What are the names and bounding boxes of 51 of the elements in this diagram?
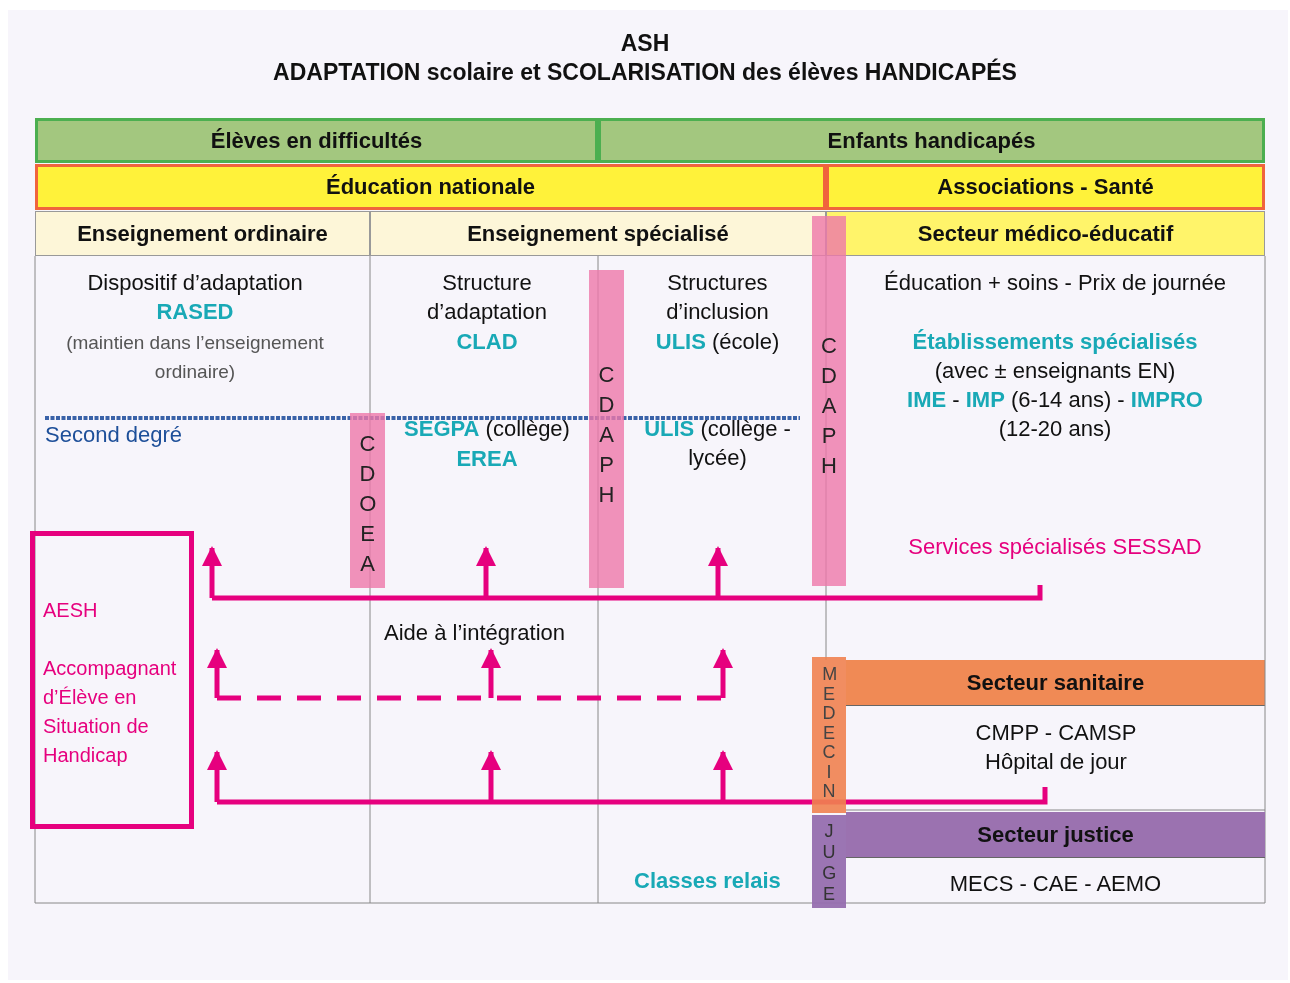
- cell-text: (maintien dans l’enseignement ordinaire): [65, 331, 325, 384]
- column-header: [370, 211, 826, 256]
- cell-text: Services spécialisés SESSAD: [907, 533, 1203, 561]
- cell-text: MECS - CAE - AEMO: [948, 870, 1163, 898]
- header-text: Enseignement spécialisé: [467, 220, 729, 247]
- cell-text: Structures d’inclusion: [665, 269, 770, 326]
- cell-text: RASED: [155, 298, 235, 326]
- sector-header: Secteur justice: [846, 812, 1265, 858]
- vertical-text: JUGE: [822, 821, 836, 905]
- cell-text: Établissements spécialisés: [911, 328, 1199, 356]
- cell-text: ULIS (collège - lycée): [643, 415, 792, 472]
- note-text: Aide à l’intégration: [384, 620, 565, 646]
- header-text: Secteur médico-éducatif: [917, 220, 1174, 247]
- header-band: [598, 118, 1265, 163]
- side-box: [30, 531, 194, 829]
- note-text: Classes relais: [634, 868, 781, 894]
- header-text: Élèves en difficultés: [210, 127, 423, 154]
- header-text: Éducation nationale: [326, 174, 535, 200]
- cell-text: CLAD: [455, 328, 519, 356]
- header-text: Enfants handicapés: [827, 127, 1036, 154]
- column-header: [35, 211, 370, 256]
- vertical-text: CDAPH: [820, 332, 838, 480]
- vertical-band: [589, 270, 624, 588]
- level-label: Second degré: [45, 422, 182, 448]
- header-band: [35, 118, 598, 163]
- cell-text: ULIS (école): [654, 328, 781, 356]
- sector-header: Secteur sanitaire: [846, 660, 1265, 706]
- cell-text: (avec ± enseignants EN): [933, 357, 1177, 385]
- side-text: Accompagnant d’Élève en Situation de Handicap: [43, 656, 178, 768]
- vertical-text: MEDECIN: [822, 665, 836, 802]
- cell-text: IME - IMP (6-14 ans) - IMPRO (12-20 ans): [906, 386, 1204, 443]
- cell-text: Dispositif d’adaptation: [86, 269, 304, 297]
- column-header: [826, 211, 1265, 256]
- subtitle: ADAPTATION scolaire et SCOLARISATION des élèves HANDICAPÉS: [272, 59, 1018, 86]
- header-band: [35, 164, 826, 210]
- cell-text: Éducation + soins - Prix de journée: [883, 269, 1227, 297]
- side-text: AESH: [43, 598, 99, 623]
- cell-text: EREA: [455, 445, 519, 473]
- header-band: [826, 164, 1265, 210]
- header-text: Enseignement ordinaire: [77, 220, 328, 247]
- diagram-title: ASH: [619, 30, 671, 57]
- vertical-band: [812, 815, 846, 908]
- vertical-band: [350, 413, 385, 588]
- vertical-text: CDAPH: [598, 361, 615, 509]
- vertical-text: CDOEA: [359, 430, 376, 578]
- vertical-band: [812, 657, 846, 813]
- cell-text: SEGPA (collège): [403, 415, 571, 443]
- header-text: Associations - Santé: [937, 174, 1154, 200]
- cell-text: CMPP - CAMSP Hôpital de jour: [974, 719, 1138, 776]
- vertical-band: [812, 216, 846, 586]
- cell-text: Structure d’adaptation: [426, 269, 548, 326]
